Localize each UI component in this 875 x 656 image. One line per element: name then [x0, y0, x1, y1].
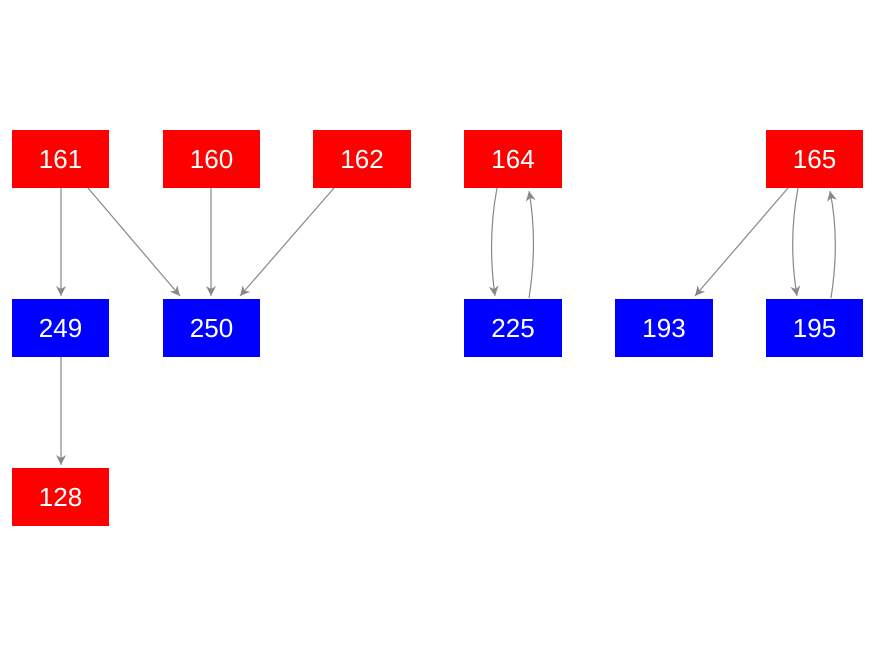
- node-box: [12, 130, 109, 188]
- node-label: 193: [642, 313, 685, 343]
- edge-225-164: [525, 190, 536, 299]
- node-box: [163, 299, 260, 357]
- node-label: 160: [190, 144, 233, 174]
- node-164[interactable]: 164: [464, 130, 562, 188]
- node-249[interactable]: 249: [12, 299, 109, 357]
- node-161[interactable]: 161: [12, 130, 109, 188]
- edge-164-225: [488, 187, 499, 297]
- node-box: [12, 468, 109, 526]
- node-label: 195: [793, 313, 836, 343]
- node-195[interactable]: 195: [766, 299, 863, 357]
- node-label: 161: [39, 144, 82, 174]
- node-128[interactable]: 128: [12, 468, 109, 526]
- node-225[interactable]: 225: [464, 299, 562, 357]
- edge-162-250: [239, 187, 335, 297]
- node-165[interactable]: 165: [766, 130, 863, 188]
- node-box: [464, 299, 562, 357]
- node-label: 249: [39, 313, 82, 343]
- nodes-layer: 161 160 162 164 165 249 250 225: [12, 130, 863, 526]
- node-box: [163, 130, 260, 188]
- edge-165-193: [694, 187, 789, 297]
- node-label: 128: [39, 482, 82, 512]
- edge-195-165: [827, 190, 837, 299]
- node-box: [12, 299, 109, 357]
- node-label: 162: [340, 144, 383, 174]
- node-box: [766, 130, 863, 188]
- node-label: 164: [491, 144, 534, 174]
- node-box: [615, 299, 713, 357]
- edge-165-195: [790, 187, 801, 297]
- node-box: [766, 299, 863, 357]
- node-160[interactable]: 160: [163, 130, 260, 188]
- node-162[interactable]: 162: [313, 130, 411, 188]
- node-label: 250: [190, 313, 233, 343]
- node-250[interactable]: 250: [163, 299, 260, 357]
- edge-161-250: [87, 187, 181, 297]
- node-193[interactable]: 193: [615, 299, 713, 357]
- node-box: [313, 130, 411, 188]
- node-label: 165: [793, 144, 836, 174]
- node-label: 225: [491, 313, 534, 343]
- node-box: [464, 130, 562, 188]
- edges-layer: [56, 187, 837, 465]
